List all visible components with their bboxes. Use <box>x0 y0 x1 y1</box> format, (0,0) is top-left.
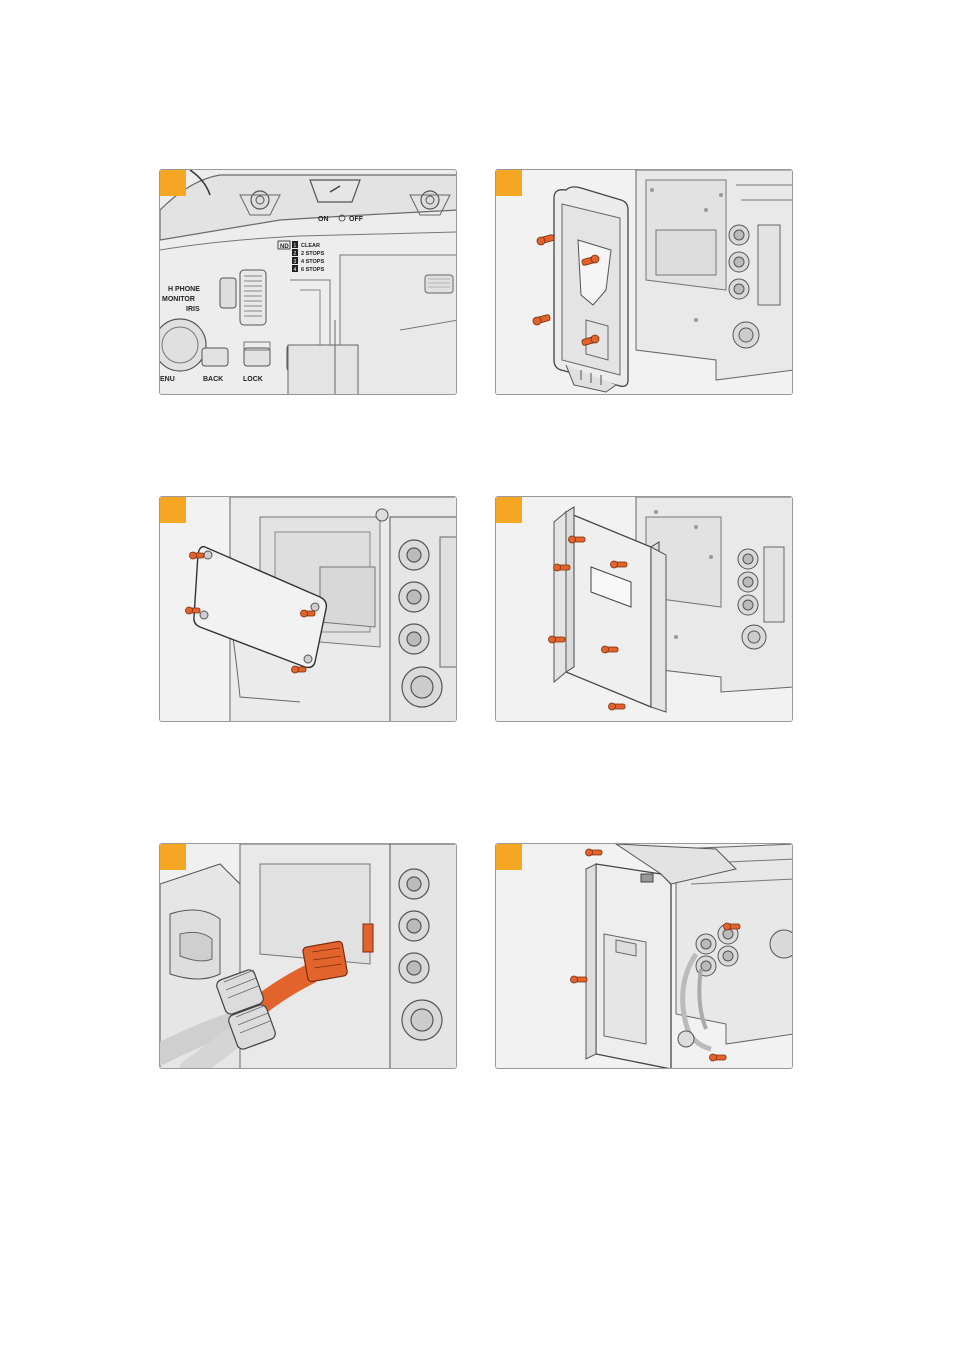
vmount-plate-illustration <box>496 170 792 394</box>
nd-6stops-label: 6 STOPS <box>301 267 324 273</box>
step-badge <box>160 497 186 523</box>
battery-plate-illustration <box>496 844 792 1068</box>
step-badge <box>496 170 522 196</box>
nd-2stops-label: 2 STOPS <box>301 251 324 257</box>
nd-label: ND <box>280 244 289 250</box>
back-label: BACK <box>203 376 223 383</box>
camera-controls-illustration: ON OFF ND 1 CLEAR 2 2 STOPS 3 4 STOPS 4 … <box>160 170 456 394</box>
power-icon <box>338 214 346 222</box>
illustration-panel-cover-plate <box>159 496 457 722</box>
step-badge <box>496 844 522 870</box>
lock-label: LOCK <box>243 376 263 383</box>
illustration-panel-cable-connection <box>159 843 457 1069</box>
nd-2-number: 2 <box>294 251 297 257</box>
headphone-label: H PHONE <box>168 286 200 293</box>
on-label: ON <box>318 216 329 223</box>
nd-4stops-label: 4 STOPS <box>301 259 324 265</box>
illustration-panel-adapter-bracket <box>495 496 793 722</box>
nd-1-number: 1 <box>294 243 297 249</box>
iris-label: IRIS <box>186 306 200 313</box>
illustration-panel-battery-plate <box>495 843 793 1069</box>
cover-plate-illustration <box>160 497 456 721</box>
nd-3-number: 3 <box>294 259 297 265</box>
off-label: OFF <box>349 216 364 223</box>
menu-label: ENU <box>160 376 175 383</box>
step-badge <box>160 170 186 196</box>
cable-connection-illustration <box>160 844 456 1068</box>
nd-4-number: 4 <box>294 267 297 273</box>
adapter-bracket-illustration <box>496 497 792 721</box>
illustration-panel-camera-controls: ON OFF ND 1 CLEAR 2 2 STOPS 3 4 STOPS 4 … <box>159 169 457 395</box>
nd-clear-label: CLEAR <box>301 243 320 249</box>
step-badge <box>496 497 522 523</box>
monitor-label: MONITOR <box>162 296 195 303</box>
step-badge <box>160 844 186 870</box>
illustration-panel-vmount-plate <box>495 169 793 395</box>
